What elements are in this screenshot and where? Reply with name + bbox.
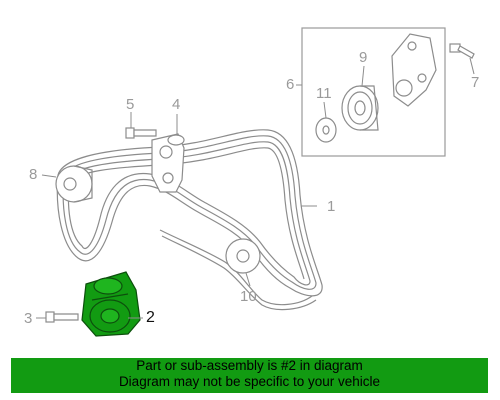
idler-pulley-10 [225,238,261,274]
tensioner-assembly-2 [81,271,141,337]
callout-7: 7 [471,74,480,91]
callout-10: 10 [240,288,257,305]
callout-6: 6 [286,76,295,93]
serpentine-belt [56,129,323,311]
callout-2: 2 [146,309,155,326]
idler-pulley-8 [55,165,93,203]
callout-11: 11 [316,85,332,102]
leader-lines [36,57,475,319]
tensioner-bracket-4 [151,133,185,193]
callout-8: 8 [29,166,38,183]
banner-line-2: Diagram may not be specific to your vehi… [118,374,381,389]
callout-3: 3 [24,310,33,327]
callout-9: 9 [359,49,368,66]
inset-frame [301,27,446,157]
tensioner-bracket-inset [391,33,437,107]
grooved-pulley-9 [341,85,379,131]
bolt-5 [125,127,157,139]
bolt-3 [45,311,79,323]
callout-1: 1 [327,198,336,215]
callout-5: 5 [126,96,135,113]
callout-4: 4 [172,96,181,113]
banner-line-1: Part or sub-assembly is #2 in diagram [136,358,363,373]
part-notice-banner: Part or sub-assembly is #2 in diagram Di… [11,358,488,393]
bolt-7 [449,43,475,59]
idler-pulley-11 [315,117,337,143]
